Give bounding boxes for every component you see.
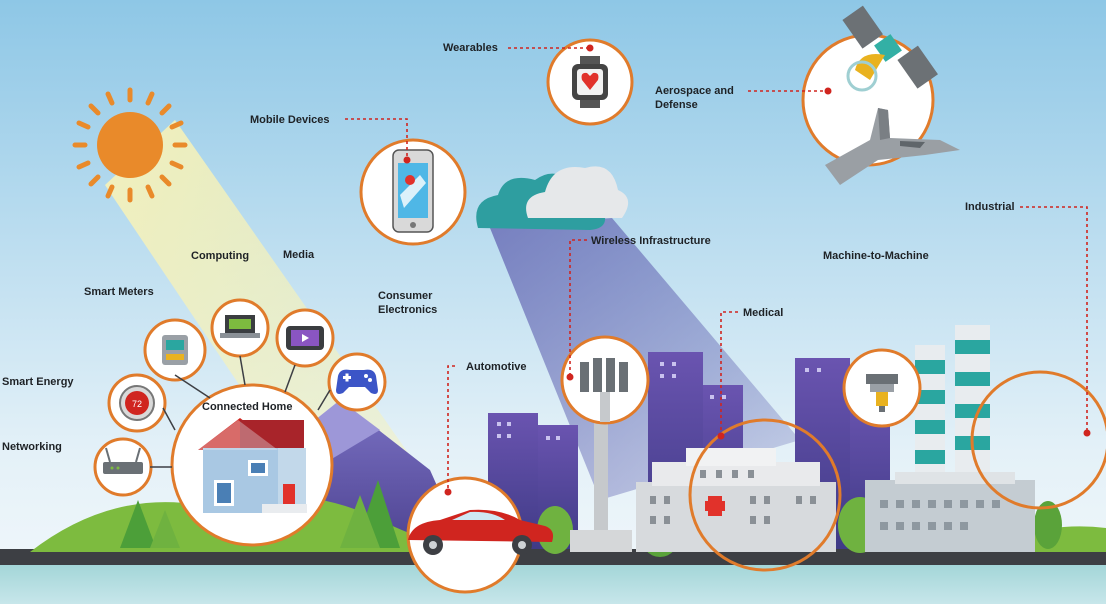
label-machine-to-machine: Machine-to-Machine	[823, 250, 929, 262]
tablet-icon	[286, 326, 324, 350]
router-icon	[103, 447, 143, 474]
cell-tower-base	[570, 530, 632, 552]
road	[0, 549, 1106, 565]
label-wireless-infrastructure: Wireless Infrastructure	[591, 235, 711, 247]
industrial-circle	[970, 370, 1106, 510]
thermostat-icon: 72	[119, 385, 155, 421]
cloud-icon	[476, 166, 629, 230]
label-computing: Computing	[191, 250, 250, 262]
label-aerospace: Aerospace and Defense	[655, 85, 734, 111]
wireless-infrastructure-circle	[560, 335, 650, 425]
laptop-icon	[220, 315, 260, 338]
connector-line	[317, 389, 331, 411]
label-wearables: Wearables	[443, 42, 498, 54]
label-automotive: Automotive	[466, 361, 527, 373]
svg-text:72: 72	[132, 399, 142, 409]
label-smart-meters: Smart Meters	[84, 286, 154, 298]
connector-line	[162, 407, 176, 431]
smart-meter-icon	[162, 335, 188, 365]
label-connected-home: Connected Home	[202, 401, 293, 413]
connector-line	[239, 355, 246, 386]
leader-lines	[345, 47, 1088, 492]
connector-line	[284, 364, 296, 393]
sun-icon	[72, 87, 188, 203]
connector-line	[174, 374, 211, 399]
house-icon	[198, 418, 307, 513]
water	[0, 560, 1106, 604]
label-smart-energy: Smart Energy	[2, 376, 74, 388]
industrial-sensor-icon	[866, 374, 898, 412]
label-networking: Networking	[2, 441, 62, 453]
leader-dots	[403, 44, 1091, 496]
label-consumer-electronics: Consumer Electronics	[378, 290, 438, 316]
smartwatch-icon	[572, 56, 608, 108]
label-medical: Medical	[743, 307, 784, 319]
cell-tower-antenna-icon	[580, 358, 628, 422]
medical-circle	[688, 418, 842, 572]
city-windows	[497, 362, 821, 440]
label-media: Media	[283, 249, 315, 261]
hospital-icon	[636, 448, 836, 552]
gamepad-icon	[336, 369, 378, 394]
satellite-icon	[842, 5, 938, 92]
cell-tower-pole	[594, 400, 608, 535]
label-mobile-devices: Mobile Devices	[250, 114, 330, 126]
label-industrial: Industrial	[965, 201, 1015, 213]
car-icon	[408, 509, 554, 555]
smartphone-icon	[392, 149, 434, 233]
fighter-jet-icon	[825, 108, 960, 185]
